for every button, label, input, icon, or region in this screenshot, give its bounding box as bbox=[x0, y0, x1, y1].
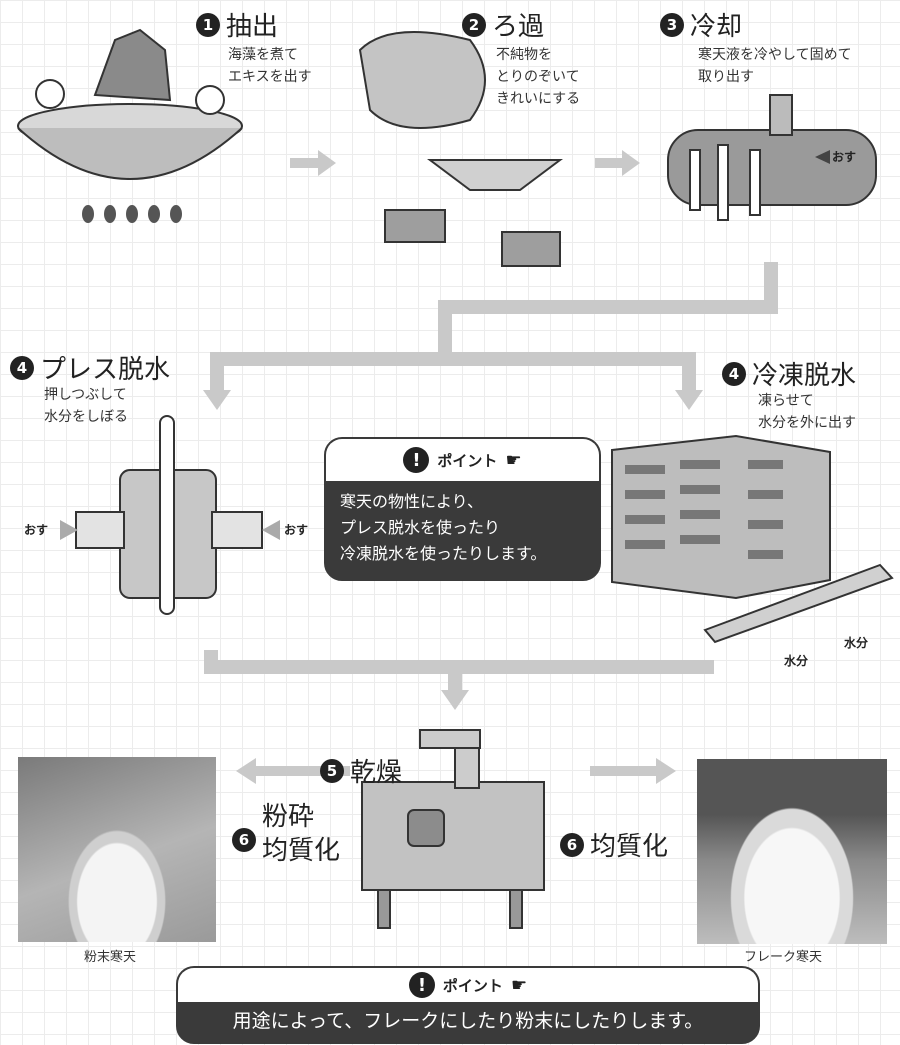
step-6b-number: 6 bbox=[560, 832, 584, 857]
step-4b-title: 4 冷凍脱水 bbox=[722, 355, 856, 392]
step-6a-label-2: 均質化 bbox=[262, 836, 341, 866]
step-3-desc-line-1: 寒天液を冷やして固めて bbox=[698, 47, 852, 63]
point-box-2: ! ポイント ☛ 用途によって、フレークにしたり粉末にしたりします。 bbox=[176, 966, 760, 1044]
powder-agar-caption: 粉末寒天 bbox=[84, 950, 137, 965]
powder-agar-photo bbox=[18, 757, 216, 942]
step-4b-number: 4 bbox=[722, 361, 746, 386]
step-3-desc: 寒天液を冷やして固めて 取り出す bbox=[698, 44, 852, 88]
freezer-water-label-right: 水分 bbox=[844, 636, 869, 650]
step-4b-desc-line-1: 凍らせて bbox=[758, 393, 814, 409]
step-3-desc-line-2: 取り出す bbox=[698, 69, 754, 85]
step-2-desc-line-3: きれいにする bbox=[496, 91, 581, 107]
arrow-to-dry bbox=[441, 690, 469, 710]
freezer-water-label-left: 水分 bbox=[784, 654, 809, 668]
point-box-1: ! ポイント ☛ 寒天の物性により、 プレス脱水を使ったり 冷凍脱水を使ったりし… bbox=[324, 437, 601, 581]
arrow-to-flake bbox=[590, 758, 676, 784]
arrow-1-2 bbox=[290, 150, 336, 176]
arrow-to-press bbox=[203, 390, 231, 410]
arrow-2-3 bbox=[595, 150, 640, 176]
step-6a-label-1: 粉砕 bbox=[262, 802, 315, 832]
pointing-hand-icon: ☛ bbox=[510, 974, 528, 996]
step-1-title: 1 抽出 bbox=[196, 6, 278, 43]
step-5-number: 5 bbox=[320, 758, 344, 783]
point-box-2-header: ! ポイント ☛ bbox=[178, 968, 758, 1002]
point-box-2-text: 用途によって、フレークにしたり粉末にしたりします。 bbox=[232, 1010, 704, 1032]
arrow-to-freeze bbox=[675, 390, 703, 410]
step-2-desc-line-2: とりのぞいて bbox=[496, 69, 580, 85]
connector-mid-down bbox=[438, 300, 452, 366]
freezer-unit bbox=[611, 434, 894, 644]
exclamation-icon: ! bbox=[403, 447, 430, 473]
step-6b-title: 6 均質化 bbox=[560, 826, 668, 863]
point-box-1-header: ! ポイント ☛ bbox=[326, 439, 599, 481]
step-4a-number: 4 bbox=[10, 355, 34, 380]
point-box-1-line-3: 冷凍脱水を使ったりします。 bbox=[340, 544, 547, 563]
connector-top-bar bbox=[438, 300, 778, 314]
step-4a-desc-line-2: 水分をしぼる bbox=[44, 409, 128, 425]
cooler-push-label: おす bbox=[832, 150, 857, 164]
point-box-1-line-1: 寒天の物性により、 bbox=[340, 492, 484, 511]
exclamation-icon: ! bbox=[408, 972, 435, 998]
point-box-1-label: ポイント bbox=[437, 451, 498, 470]
step-6b-label: 均質化 bbox=[590, 832, 669, 862]
point-box-1-body: 寒天の物性により、 プレス脱水を使ったり 冷凍脱水を使ったりします。 bbox=[326, 481, 599, 567]
step-4a-label: プレス脱水 bbox=[40, 355, 171, 385]
flake-agar-caption: フレーク寒天 bbox=[744, 950, 823, 965]
step-2-label: ろ過 bbox=[492, 12, 545, 42]
filter-apparatus bbox=[358, 31, 563, 267]
step-5-label: 乾燥 bbox=[350, 758, 403, 788]
step-4a-desc-line-1: 押しつぶして bbox=[44, 387, 127, 403]
step-3-title: 3 冷却 bbox=[660, 6, 742, 43]
step-1-desc: 海藻を煮て エキスを出す bbox=[228, 44, 312, 88]
point-box-1-line-2: プレス脱水を使ったり bbox=[340, 518, 501, 537]
cooling-tank bbox=[667, 94, 877, 221]
dryer-machine bbox=[361, 729, 545, 929]
step-2-number: 2 bbox=[462, 12, 486, 37]
step-6a-number-wrap: 6 bbox=[232, 828, 256, 852]
press-machine bbox=[60, 415, 280, 615]
step-2-desc: 不純物を とりのぞいて きれいにする bbox=[496, 44, 580, 110]
point-box-2-label: ポイント bbox=[442, 976, 503, 995]
step-6a-number: 6 bbox=[232, 828, 256, 852]
step-2-desc-line-1: 不純物を bbox=[496, 47, 552, 63]
step-2-title: 2 ろ過 bbox=[462, 6, 544, 43]
step-3-number: 3 bbox=[660, 12, 684, 37]
step-4b-desc: 凍らせて 水分を外に出す bbox=[758, 390, 856, 434]
step-3-label: 冷却 bbox=[690, 12, 743, 42]
press-push-label-right: おす bbox=[284, 523, 309, 537]
step-1-number: 1 bbox=[196, 12, 220, 37]
flake-agar-photo bbox=[697, 759, 887, 944]
press-push-label-left: おす bbox=[24, 523, 49, 537]
step-6a-title: 粉砕 均質化 bbox=[262, 800, 340, 868]
step-4b-label: 冷凍脱水 bbox=[752, 361, 857, 391]
step-5-title: 5 乾燥 bbox=[320, 752, 402, 789]
step-1-label: 抽出 bbox=[226, 12, 279, 42]
step-1-desc-line-1: 海藻を煮て bbox=[228, 47, 298, 63]
flow-arrows bbox=[203, 150, 778, 784]
step-4a-title: 4 プレス脱水 bbox=[10, 349, 170, 386]
step-1-desc-line-2: エキスを出す bbox=[228, 69, 312, 85]
pointing-hand-icon: ☛ bbox=[505, 449, 522, 471]
connector-split-bar bbox=[210, 352, 696, 366]
step-4b-desc-line-2: 水分を外に出す bbox=[758, 415, 856, 431]
arrow-to-powder bbox=[236, 758, 350, 784]
extraction-pot bbox=[17, 28, 243, 223]
step-4a-desc: 押しつぶして 水分をしぼる bbox=[44, 384, 128, 428]
